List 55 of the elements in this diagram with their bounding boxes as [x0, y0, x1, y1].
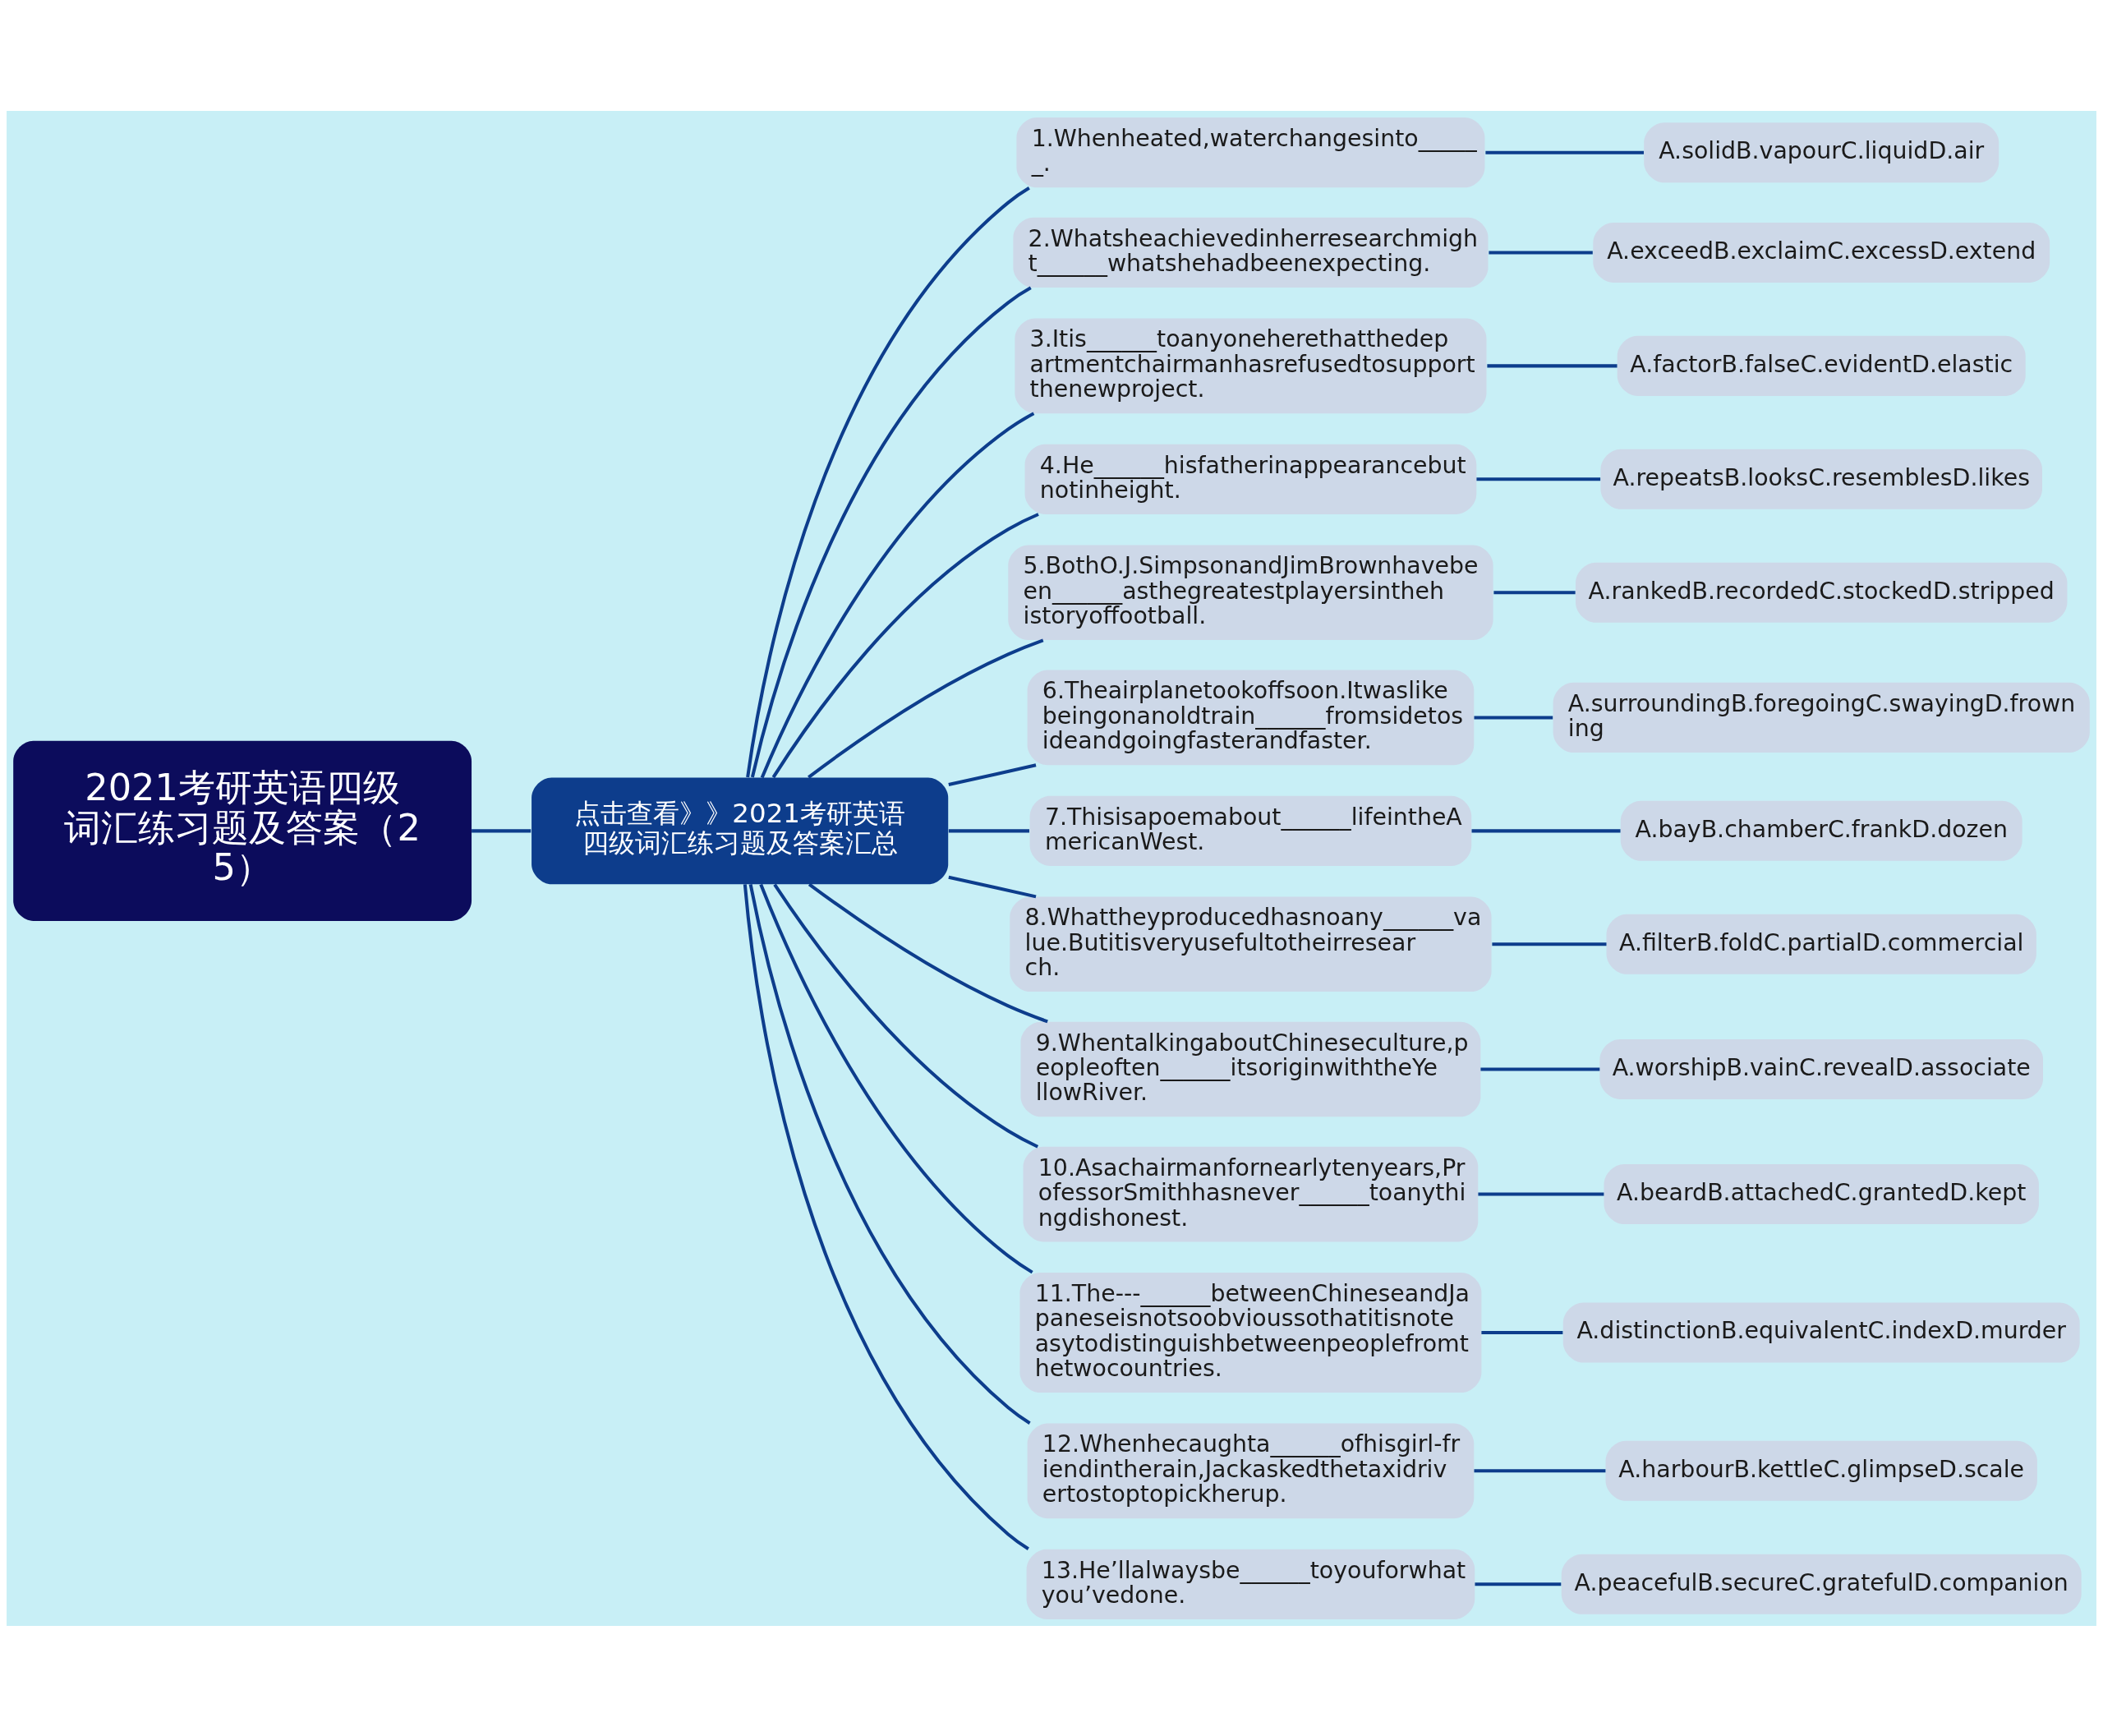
connector: [1478, 1192, 1604, 1196]
connector: [1475, 1582, 1562, 1586]
connector: [1476, 477, 1601, 481]
connector: [1487, 363, 1618, 367]
connector: [472, 828, 532, 832]
node-box: 13.He’llalwaysbe______toyouforwhatyou’vedone.: [1026, 1549, 1475, 1619]
connector: [1471, 828, 1621, 832]
node-box: 11.The---______betweenChineseandJapaneseisnotsoobvioussothatitisnoteasytodistinguishbetweenpeoplefromthetwocountries.: [1019, 1272, 1482, 1393]
node-box: A.distinctionB.equivalentC.indexD.murder: [1562, 1301, 2080, 1362]
node-box: 10.Asachairmanfornearlytenyears,ProfessorSmithhasnever______toanythingdishonest.: [1023, 1146, 1479, 1241]
node-box: A.solidB.vapourC.liquidD.air: [1644, 122, 1999, 182]
node-box: 点击查看》》2021考研英语四级词汇练习题及答案汇总: [532, 776, 949, 884]
connector: [743, 883, 1029, 1550]
connector: [760, 411, 1035, 778]
connector: [748, 883, 1031, 1425]
node-box: A.surroundingB.foregoingC.swayingD.frowning: [1553, 682, 2090, 753]
connector: [759, 883, 1033, 1273]
node-box: 7.Thisisapoemabout______lifeintheAmericanWest.: [1029, 795, 1472, 866]
connector: [746, 186, 1030, 777]
node-box: 9.WhentalkingaboutChineseculture,peopleoften______itsoriginwiththeYellowRiver.: [1020, 1021, 1481, 1117]
node-box: 8.Whattheyproducedhasnoany______value.Butitisveryusefultotheirresearch.: [1010, 896, 1492, 992]
node-box: A.repeatsB.looksC.resemblesD.likes: [1600, 449, 2042, 509]
connector: [750, 286, 1032, 777]
connector: [948, 762, 1037, 786]
node-box: 2.Whatsheachievedinherresearchmight______whatshehadbeenexpecting.: [1013, 217, 1489, 288]
connector: [1474, 1468, 1606, 1472]
connector: [771, 512, 1039, 778]
connector: [1474, 715, 1553, 719]
node-box: A.bayB.chamberC.frankD.dozen: [1620, 800, 2022, 861]
connector: [1481, 1330, 1563, 1334]
node-box: 2021考研英语四级词汇练习题及答案（25）: [13, 740, 472, 921]
connector: [1489, 250, 1593, 254]
node-box: 5.BothO.J.SimpsonandJimBrownhavebeen______asthegreatestplayersinthehistoryoffootball.: [1008, 544, 1493, 640]
node-box: 1.Whenheated,waterchangesinto______.: [1016, 117, 1485, 187]
connector: [808, 638, 1044, 779]
connector: [1493, 590, 1576, 594]
node-box: A.beardB.attachedC.grantedD.kept: [1604, 1163, 2039, 1224]
connector: [1485, 150, 1644, 154]
connector: [808, 882, 1048, 1023]
node-box: 12.Whenhecaughta______ofhisgirl-friendintherain,Jackaskedthetaxidrivertostoptopickherup.: [1027, 1423, 1475, 1518]
node-box: A.filterB.foldC.partialD.commercial: [1606, 914, 2036, 974]
node-box: A.factorB.falseC.evidentD.elastic: [1617, 335, 2026, 396]
node-box: 3.Itis______toanyoneherethatthedepartmentchairmanhasrefusedtosupportthenewproject.: [1015, 318, 1487, 413]
node-box: 6.Theairplanetookoffsoon.Itwaslikebeingonanoldtrain______fromsidetosideandgoingfasterandfaster.: [1027, 670, 1475, 765]
connector: [1492, 942, 1607, 946]
node-box: 4.He______hisfatherinappearancebutnotinheight.: [1024, 444, 1477, 514]
node-box: A.peacefulB.secureC.gratefulD.companion: [1561, 1554, 2082, 1614]
connector: [948, 875, 1037, 898]
node-box: A.worshipB.vainC.revealD.associate: [1599, 1038, 2043, 1099]
connector: [1480, 1066, 1600, 1071]
connector: [948, 828, 1029, 832]
node-box: A.exceedB.exclaimC.excessD.extend: [1593, 222, 2050, 283]
node-box: A.harbourB.kettleC.glimpseD.scale: [1605, 1440, 2037, 1501]
node-box: A.rankedB.recordedC.stockedD.stripped: [1576, 562, 2068, 623]
connector: [773, 883, 1039, 1149]
